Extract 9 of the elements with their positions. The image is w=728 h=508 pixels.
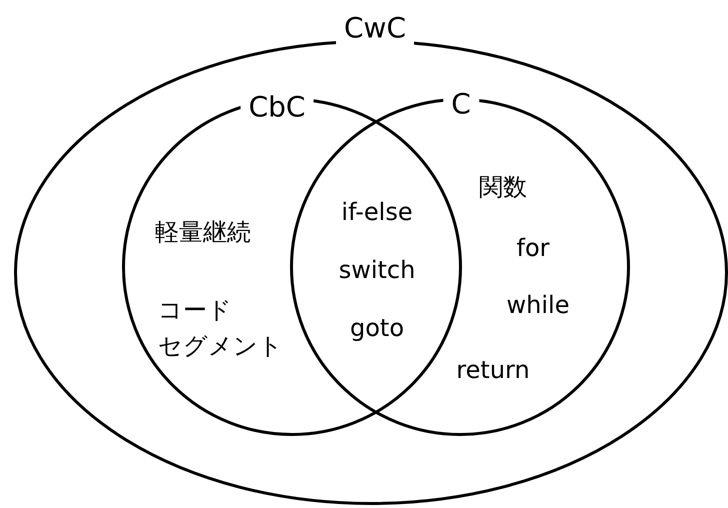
keyword-text: if-else [341,197,413,227]
keyword-text: switch [338,255,416,285]
keyword-text: goto [350,313,404,343]
keyword-text: while [506,290,570,320]
keyword-text: コードセグメント [158,295,283,362]
keyword-text: for [516,233,550,263]
keyword-text: return [456,355,530,385]
keyword-text: 関数 [479,172,527,202]
keyword-text: 軽量継続 [155,217,251,247]
